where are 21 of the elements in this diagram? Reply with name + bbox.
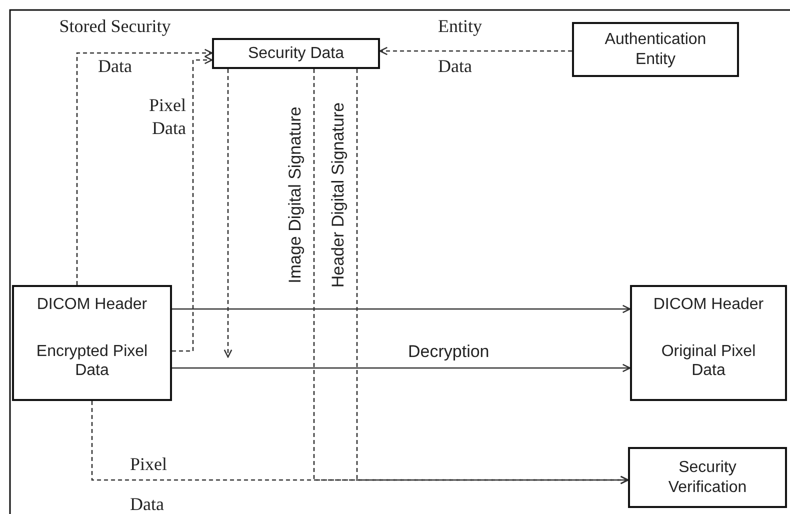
process-box: DICOM Header [12,285,172,324]
dashed-arrow [224,69,232,358]
process-box: DICOM Header [630,285,787,324]
process-box: Encrypted Pixel Data [12,323,172,401]
edge-label: Stored Security Data [58,15,172,78]
process-box: Authentication Entity [572,22,739,77]
process-box: Security Verification [628,447,787,508]
edge-label: Image Digital Signature [284,106,305,284]
edge-label: Decryption [408,341,490,362]
process-box: Original Pixel Data [630,323,787,401]
dashed-arrow [172,56,213,352]
edge-label: Pixel Data [148,94,186,139]
process-box: Security Data [212,38,380,69]
dashed-arrow [91,401,629,484]
dashed-arrow [379,46,572,56]
arrow [172,304,631,314]
arrow [172,364,631,372]
edge-label: Pixel Data [130,453,168,514]
edge-label: Header Digital Signature [328,102,348,288]
edge-label: Entity Data [438,15,483,78]
dashed-arrow [76,48,213,285]
